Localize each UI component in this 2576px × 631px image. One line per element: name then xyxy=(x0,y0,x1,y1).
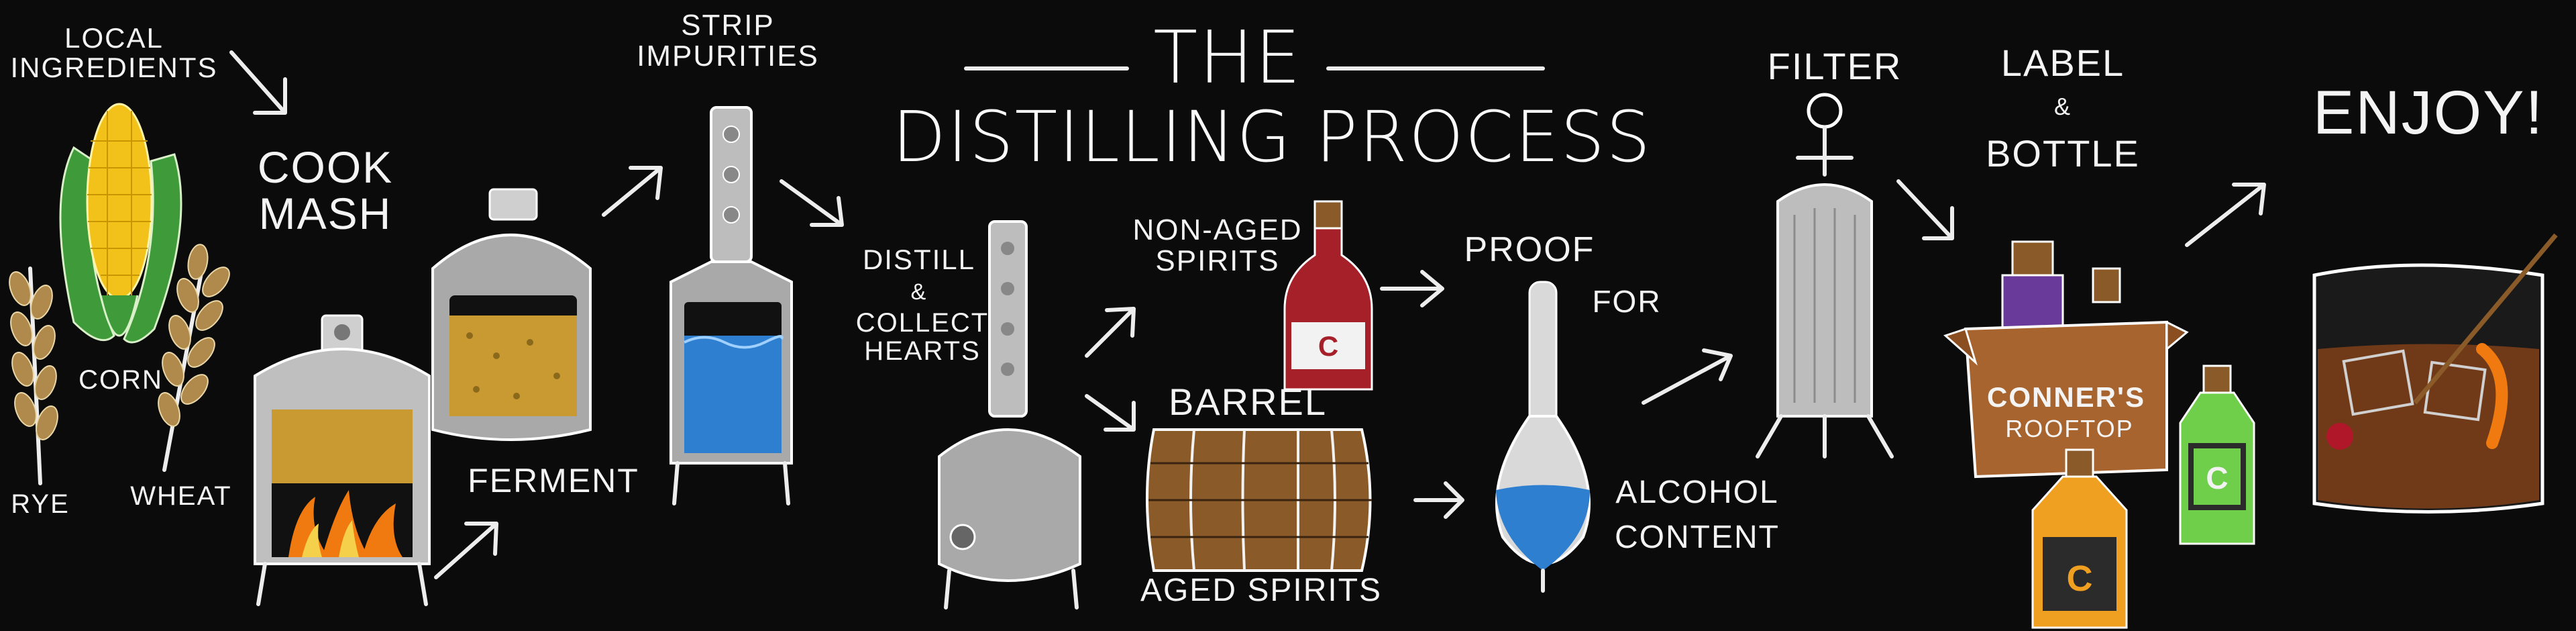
label-proof: PROOF xyxy=(1464,230,1595,269)
arrow-icon xyxy=(1413,481,1464,519)
arrow-icon xyxy=(602,166,663,217)
arrow-icon xyxy=(780,179,844,227)
stripping-still-icon xyxy=(669,106,793,505)
wheat-icon xyxy=(158,244,230,472)
hydrometer-icon xyxy=(1495,281,1591,593)
label-aged-spirits: AGED SPIRITS xyxy=(1140,573,1383,608)
label-local-ingredients: LOCAL INGREDIENTS xyxy=(10,22,218,84)
label-label: LABEL xyxy=(2000,42,2125,84)
label-for: FOR xyxy=(1592,284,1662,319)
orange-bottle-icon: C xyxy=(2031,448,2128,629)
label-filter: FILTER xyxy=(1767,45,1902,87)
label-enjoy: ENJOY! xyxy=(2312,79,2544,147)
old-fashioned-glass-icon xyxy=(2312,233,2558,514)
arrow-icon xyxy=(434,522,498,579)
barrel-icon xyxy=(1146,428,1372,572)
bottle-mark: C xyxy=(1318,330,1338,362)
corn-icon xyxy=(59,103,182,344)
label-rye: RYE xyxy=(11,489,70,519)
arrow-icon xyxy=(1380,270,1444,307)
title-line-2: DISTILLING PROCESS xyxy=(892,96,1652,178)
label-corn: CORN xyxy=(78,365,163,395)
arrow-icon xyxy=(2185,183,2266,247)
arrow-icon xyxy=(1896,179,1954,240)
label-distill: DISTILL xyxy=(862,244,976,275)
label-strip-impurities: STRIP IMPURITIES xyxy=(637,9,819,73)
arrow-icon xyxy=(1085,307,1136,358)
mash-cooker-icon xyxy=(254,314,431,606)
green-bottle-icon: C xyxy=(2179,365,2255,545)
bottle-box-icon xyxy=(1943,240,2189,479)
arrow-icon xyxy=(1642,348,1733,405)
label-alcohol-content: ALCOHOL CONTENT xyxy=(1615,475,1780,556)
label-ferment: FERMENT xyxy=(468,462,639,499)
fermenter-icon xyxy=(431,188,592,441)
label-non-aged-spirits: NON-AGED SPIRITS xyxy=(1132,213,1303,278)
filter-icon xyxy=(1756,93,1894,458)
label-wheat: WHEAT xyxy=(130,481,232,511)
pot-still-icon xyxy=(938,220,1081,610)
wheat-icon xyxy=(9,266,58,485)
label-collect-hearts: COLLECT HEARTS xyxy=(855,308,989,366)
label-bottle: BOTTLE xyxy=(1986,132,2140,175)
label-cook-mash: COOK MASH xyxy=(257,142,394,239)
bottle-mark: C xyxy=(2206,460,2228,495)
label-distill-amp: & xyxy=(910,279,928,305)
box-brand-line-2: ROOFTOP xyxy=(2005,415,2134,442)
arrow-icon xyxy=(229,50,287,115)
red-bottle-icon: C xyxy=(1283,200,1373,391)
title-line-1: THE xyxy=(1153,16,1302,100)
label-barrel: BARREL xyxy=(1168,381,1328,423)
arrow-icon xyxy=(1085,394,1136,432)
label-label-amp: & xyxy=(2053,93,2072,120)
box-brand-line-1: CONNER'S xyxy=(1986,381,2145,413)
bottle-mark: C xyxy=(2067,559,2093,599)
